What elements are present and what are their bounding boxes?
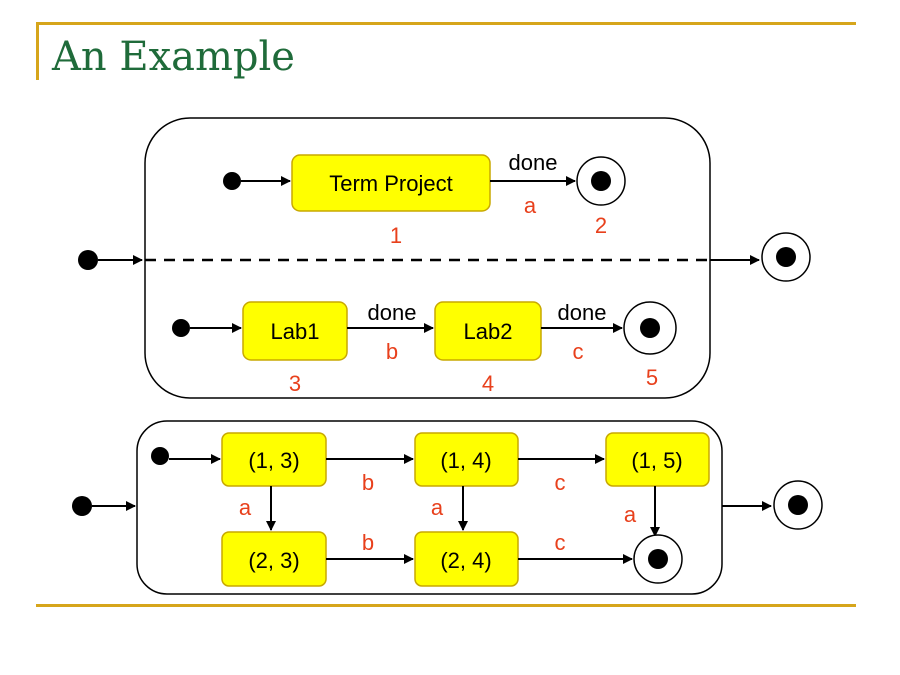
slide-title: An Example: [52, 34, 295, 80]
initial-pseudostate-outer-top: [78, 250, 98, 270]
number-1: 1: [390, 223, 402, 248]
title-rule: [36, 22, 856, 25]
action-c-lab: c: [573, 339, 584, 364]
initial-pseudostate-term: [223, 172, 241, 190]
number-5: 5: [646, 365, 658, 390]
state-2-4-label: (2, 4): [440, 548, 491, 573]
number-2: 2: [595, 213, 607, 238]
final-state-outer-bottom-dot: [788, 495, 808, 515]
state-1-5-label: (1, 5): [631, 448, 682, 473]
bottom-rule: [36, 604, 856, 607]
final-state-term-dot: [591, 171, 611, 191]
action-a-term: a: [524, 193, 537, 218]
state-1-5[interactable]: [605, 432, 710, 487]
final-state-product-dot: [648, 549, 668, 569]
event-done-term: done: [509, 150, 558, 175]
state-1-3-label: (1, 3): [248, 448, 299, 473]
initial-pseudostate-outer-bottom: [72, 496, 92, 516]
state-lab1-label: Lab1: [271, 319, 320, 344]
final-state-outer-top-dot: [776, 247, 796, 267]
final-state-lab-dot: [640, 318, 660, 338]
state-lab2[interactable]: [434, 301, 542, 361]
label-a-left: a: [239, 495, 252, 520]
label-b-bottom: b: [362, 530, 374, 555]
state-2-3-label: (2, 3): [248, 548, 299, 573]
initial-pseudostate-lab: [172, 319, 190, 337]
initial-pseudostate-product: [151, 447, 169, 465]
event-done-lab1: done: [368, 300, 417, 325]
event-done-lab2: done: [558, 300, 607, 325]
state-term-project-label: Term Project: [329, 171, 452, 196]
label-c-top: c: [555, 470, 566, 495]
label-c-bottom: c: [555, 530, 566, 555]
label-a-mid: a: [431, 495, 444, 520]
label-a-right: a: [624, 502, 637, 527]
action-b-lab: b: [386, 339, 398, 364]
state-lab1[interactable]: [242, 301, 348, 361]
state-term-project[interactable]: [291, 154, 491, 212]
state-1-4-label: (1, 4): [440, 448, 491, 473]
number-3: 3: [289, 371, 301, 396]
title-accent: [36, 22, 39, 80]
label-b-top: b: [362, 470, 374, 495]
number-4: 4: [482, 371, 494, 396]
state-lab2-label: Lab2: [464, 319, 513, 344]
